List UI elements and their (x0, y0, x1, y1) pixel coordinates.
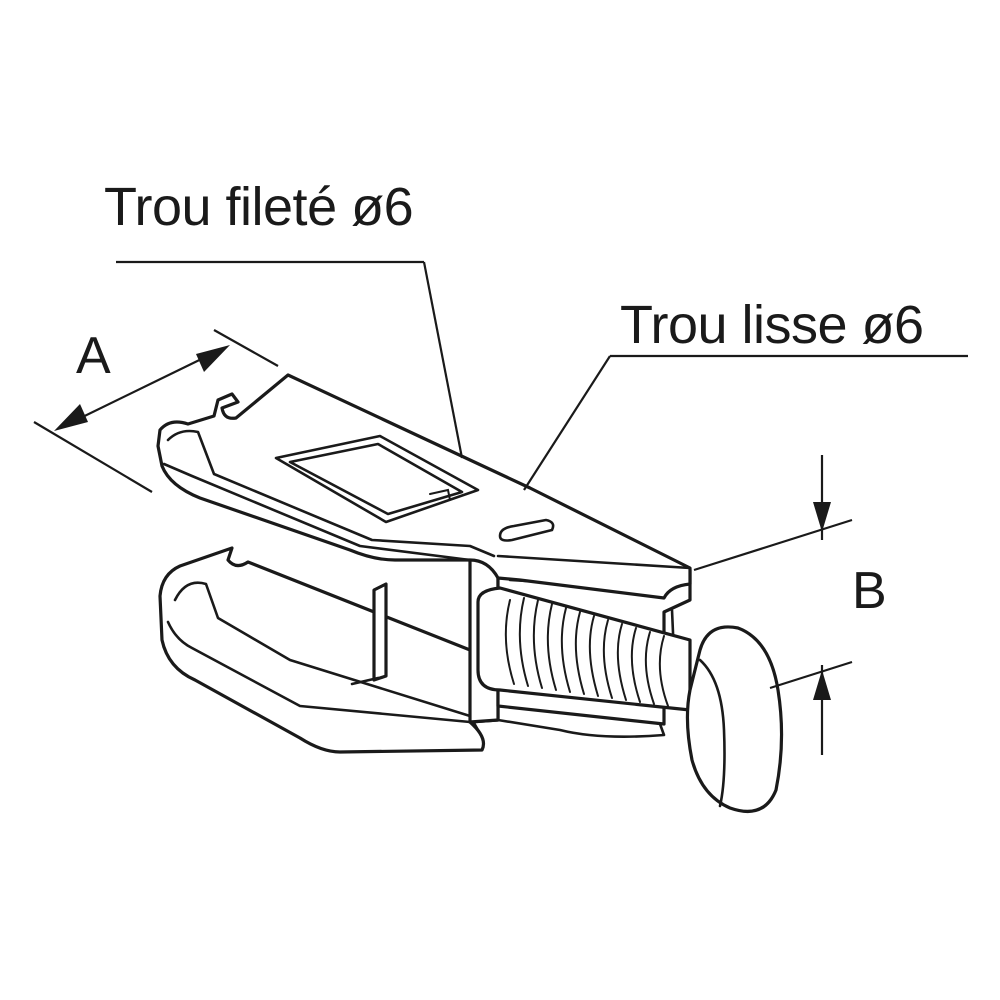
leader-threaded-hole (116, 260, 464, 459)
lower-jaw (158, 546, 666, 754)
screw-thread (504, 597, 669, 707)
dimension-b-label: B (852, 562, 887, 620)
upper-jaw (156, 373, 692, 600)
smooth-hole-label: Trou lisse ø6 (620, 295, 924, 355)
dimension-a-label: A (76, 327, 111, 385)
leader-smooth-hole (523, 354, 968, 491)
screw-head (685, 625, 784, 813)
dimension-b (693, 455, 853, 755)
threaded-hole-label: Trou fileté ø6 (104, 177, 414, 237)
thumb-screw (476, 586, 784, 813)
dimension-a (33, 329, 279, 493)
